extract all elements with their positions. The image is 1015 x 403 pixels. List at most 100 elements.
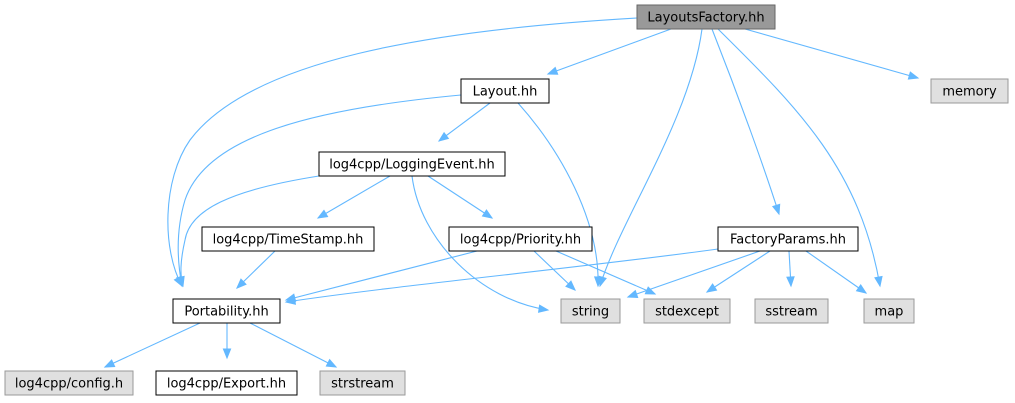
node-label: FactoryParams.hh [730,233,846,248]
node-layout[interactable]: Layout.hh [460,78,550,104]
edge-timestamp-to-portability [236,250,276,289]
node-loggingevent[interactable]: log4cpp/LoggingEvent.hh [318,151,506,177]
node-label: memory [942,85,997,100]
arrow-head-icon [874,275,883,288]
edge-priority-to-stdexcept [555,250,657,295]
node-box [172,298,281,324]
node-box [754,298,829,324]
edge-portability-to-config [103,322,201,368]
edge-line [547,28,672,75]
node-box [863,298,915,324]
node-layoutsfactory: LayoutsFactory.hh [636,4,776,30]
edge-line [555,250,656,295]
edges-layer [103,17,920,368]
arrow-head-icon [626,289,639,298]
arrow-head-icon [565,280,576,291]
arrow-head-icon [705,283,718,293]
arrow-head-icon [481,209,494,219]
node-box [4,370,134,396]
arrow-head-icon [103,359,116,368]
arrow-head-icon [593,276,603,288]
edge-line [717,28,881,287]
node-label: log4cpp/Export.hh [167,377,286,392]
edge-line [427,175,493,219]
edge-line [249,322,337,368]
node-box [201,226,375,252]
edge-line [744,28,919,79]
edge-factoryparams-to-string [626,250,761,298]
node-label: log4cpp/config.h [15,377,123,392]
node-label: stdexcept [655,305,719,320]
node-label: sstream [765,305,817,320]
edge-line [438,102,491,142]
arrow-head-icon [284,296,297,305]
arrow-head-icon [176,275,185,288]
node-timestamp[interactable]: log4cpp/TimeStamp.hh [201,226,375,252]
edge-line [317,175,391,219]
arrow-head-icon [786,276,795,288]
node-strstream: strstream [319,370,406,396]
arrow-head-icon [437,131,450,142]
arrow-head-icon [236,278,247,289]
node-label: map [875,305,904,320]
node-box [448,226,593,252]
node-portability[interactable]: Portability.hh [172,298,281,324]
node-box [460,78,550,104]
node-label: Layout.hh [473,85,538,100]
arrow-head-icon [316,209,329,219]
node-box [319,370,406,396]
edge-line [411,175,549,311]
edge-line [805,250,867,294]
arrow-head-icon [855,283,868,294]
edge-line [180,175,320,287]
node-memory: memory [930,78,1009,104]
edge-layoutsfactory-to-layout [546,28,672,75]
node-stdexcept: stdexcept [643,298,731,324]
node-label: log4cpp/TimeStamp.hh [213,233,364,248]
node-box [560,298,621,324]
node-box [636,4,776,30]
node-box [717,226,859,252]
node-box [318,151,506,177]
edge-layout-to-string [517,102,603,288]
node-label: LayoutsFactory.hh [647,11,764,26]
edge-factoryparams-to-stdexcept [705,250,771,293]
arrow-head-icon [222,348,232,360]
edge-line [285,250,478,301]
edge-priority-to-string [533,250,576,291]
node-priority[interactable]: log4cpp/Priority.hh [448,226,593,252]
arrow-head-icon [325,358,338,368]
edge-portability-to-strstream [249,322,338,368]
edge-loggingevent-to-portability [176,175,320,288]
edge-layoutsfactory-to-map [717,28,883,288]
edge-portability-to-export [222,323,232,360]
arrow-head-icon [546,66,559,75]
arrow-head-icon [537,304,550,313]
edge-layoutsfactory-to-memory [744,28,920,80]
edge-line [177,94,462,287]
edge-priority-to-portability [284,250,478,302]
arrow-head-icon [907,71,920,80]
edge-factoryparams-to-portability [284,248,719,305]
edge-layout-to-portability [175,94,462,288]
edge-line [285,248,719,303]
edge-loggingevent-to-timestamp [316,175,391,219]
node-factoryparams[interactable]: FactoryParams.hh [717,226,859,252]
edge-line [167,17,638,287]
node-map: map [863,298,915,324]
node-string: string [560,298,621,324]
node-export[interactable]: log4cpp/Export.hh [155,370,298,396]
node-config: log4cpp/config.h [4,370,134,396]
node-label: string [572,305,609,320]
edge-factoryparams-to-sstream [786,250,795,288]
edge-loggingevent-to-priority [427,175,494,219]
node-box [930,78,1009,104]
edge-line [711,28,780,215]
node-label: Portability.hh [184,305,268,320]
arrow-head-icon [771,203,781,216]
edge-layout-to-loggingevent [437,102,491,142]
edge-loggingevent-to-string [411,175,550,313]
edge-line [104,322,201,368]
